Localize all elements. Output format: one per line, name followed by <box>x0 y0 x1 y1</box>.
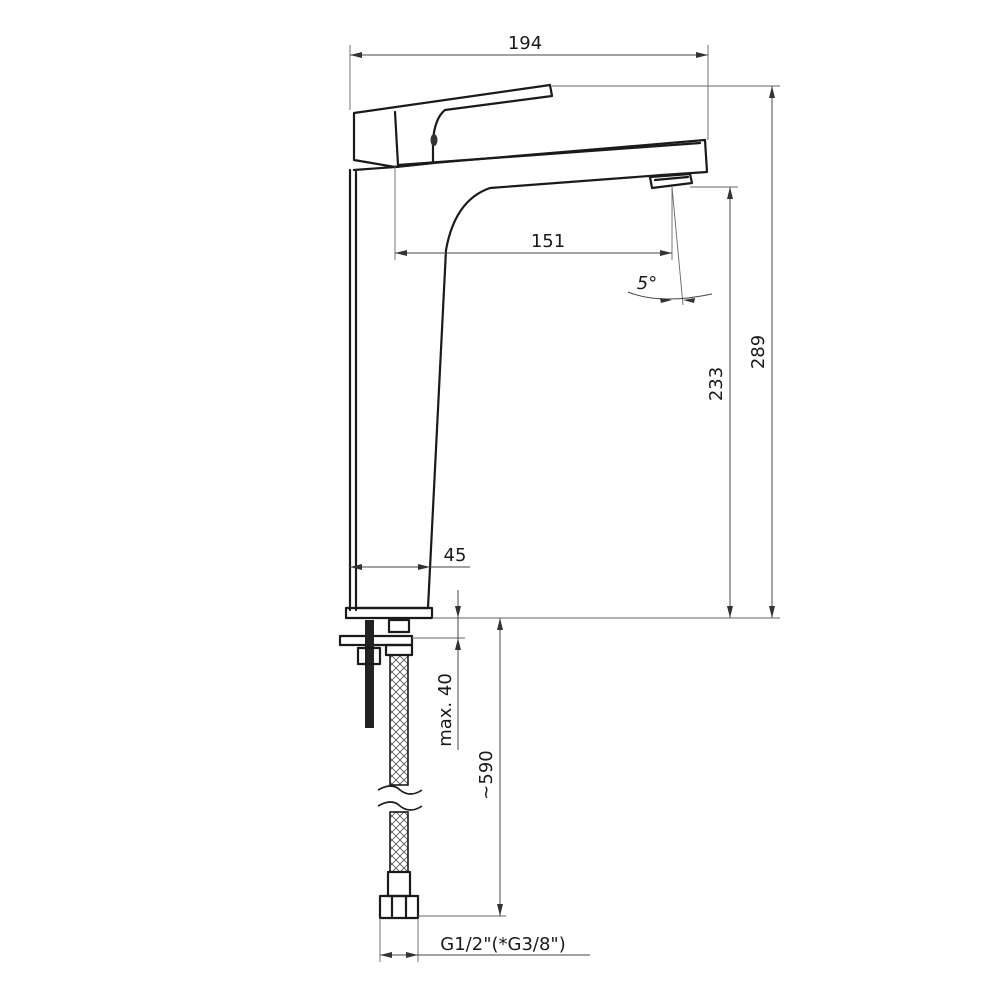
threaded-stud <box>365 620 374 728</box>
mounting-hardware <box>338 618 414 728</box>
dim-spout-reach: 151 <box>531 231 565 252</box>
dim-spout-angle: 5° <box>637 273 657 294</box>
flexible-hose <box>377 654 423 920</box>
hose-nut <box>378 894 420 920</box>
dimension-labels: 194 151 5° 233 289 45 max. 40 ~590 G1/2"… <box>435 33 769 955</box>
mounting-washer <box>338 634 414 647</box>
faucet-base <box>344 606 434 620</box>
faucet-body <box>344 83 709 620</box>
dim-connection-thread: G1/2"(*G3/8") <box>440 934 565 955</box>
aerator <box>648 172 694 190</box>
dim-max-counter: max. 40 <box>435 673 456 747</box>
lever-pivot <box>430 134 438 146</box>
dim-base-width: 45 <box>444 545 467 566</box>
dimension-lines <box>349 45 780 962</box>
spout <box>352 138 709 610</box>
dim-spout-height: 233 <box>706 367 727 401</box>
dim-hose-length: ~590 <box>476 750 497 799</box>
dim-overall-height: 289 <box>748 335 769 369</box>
dim-overall-width: 194 <box>508 33 542 54</box>
